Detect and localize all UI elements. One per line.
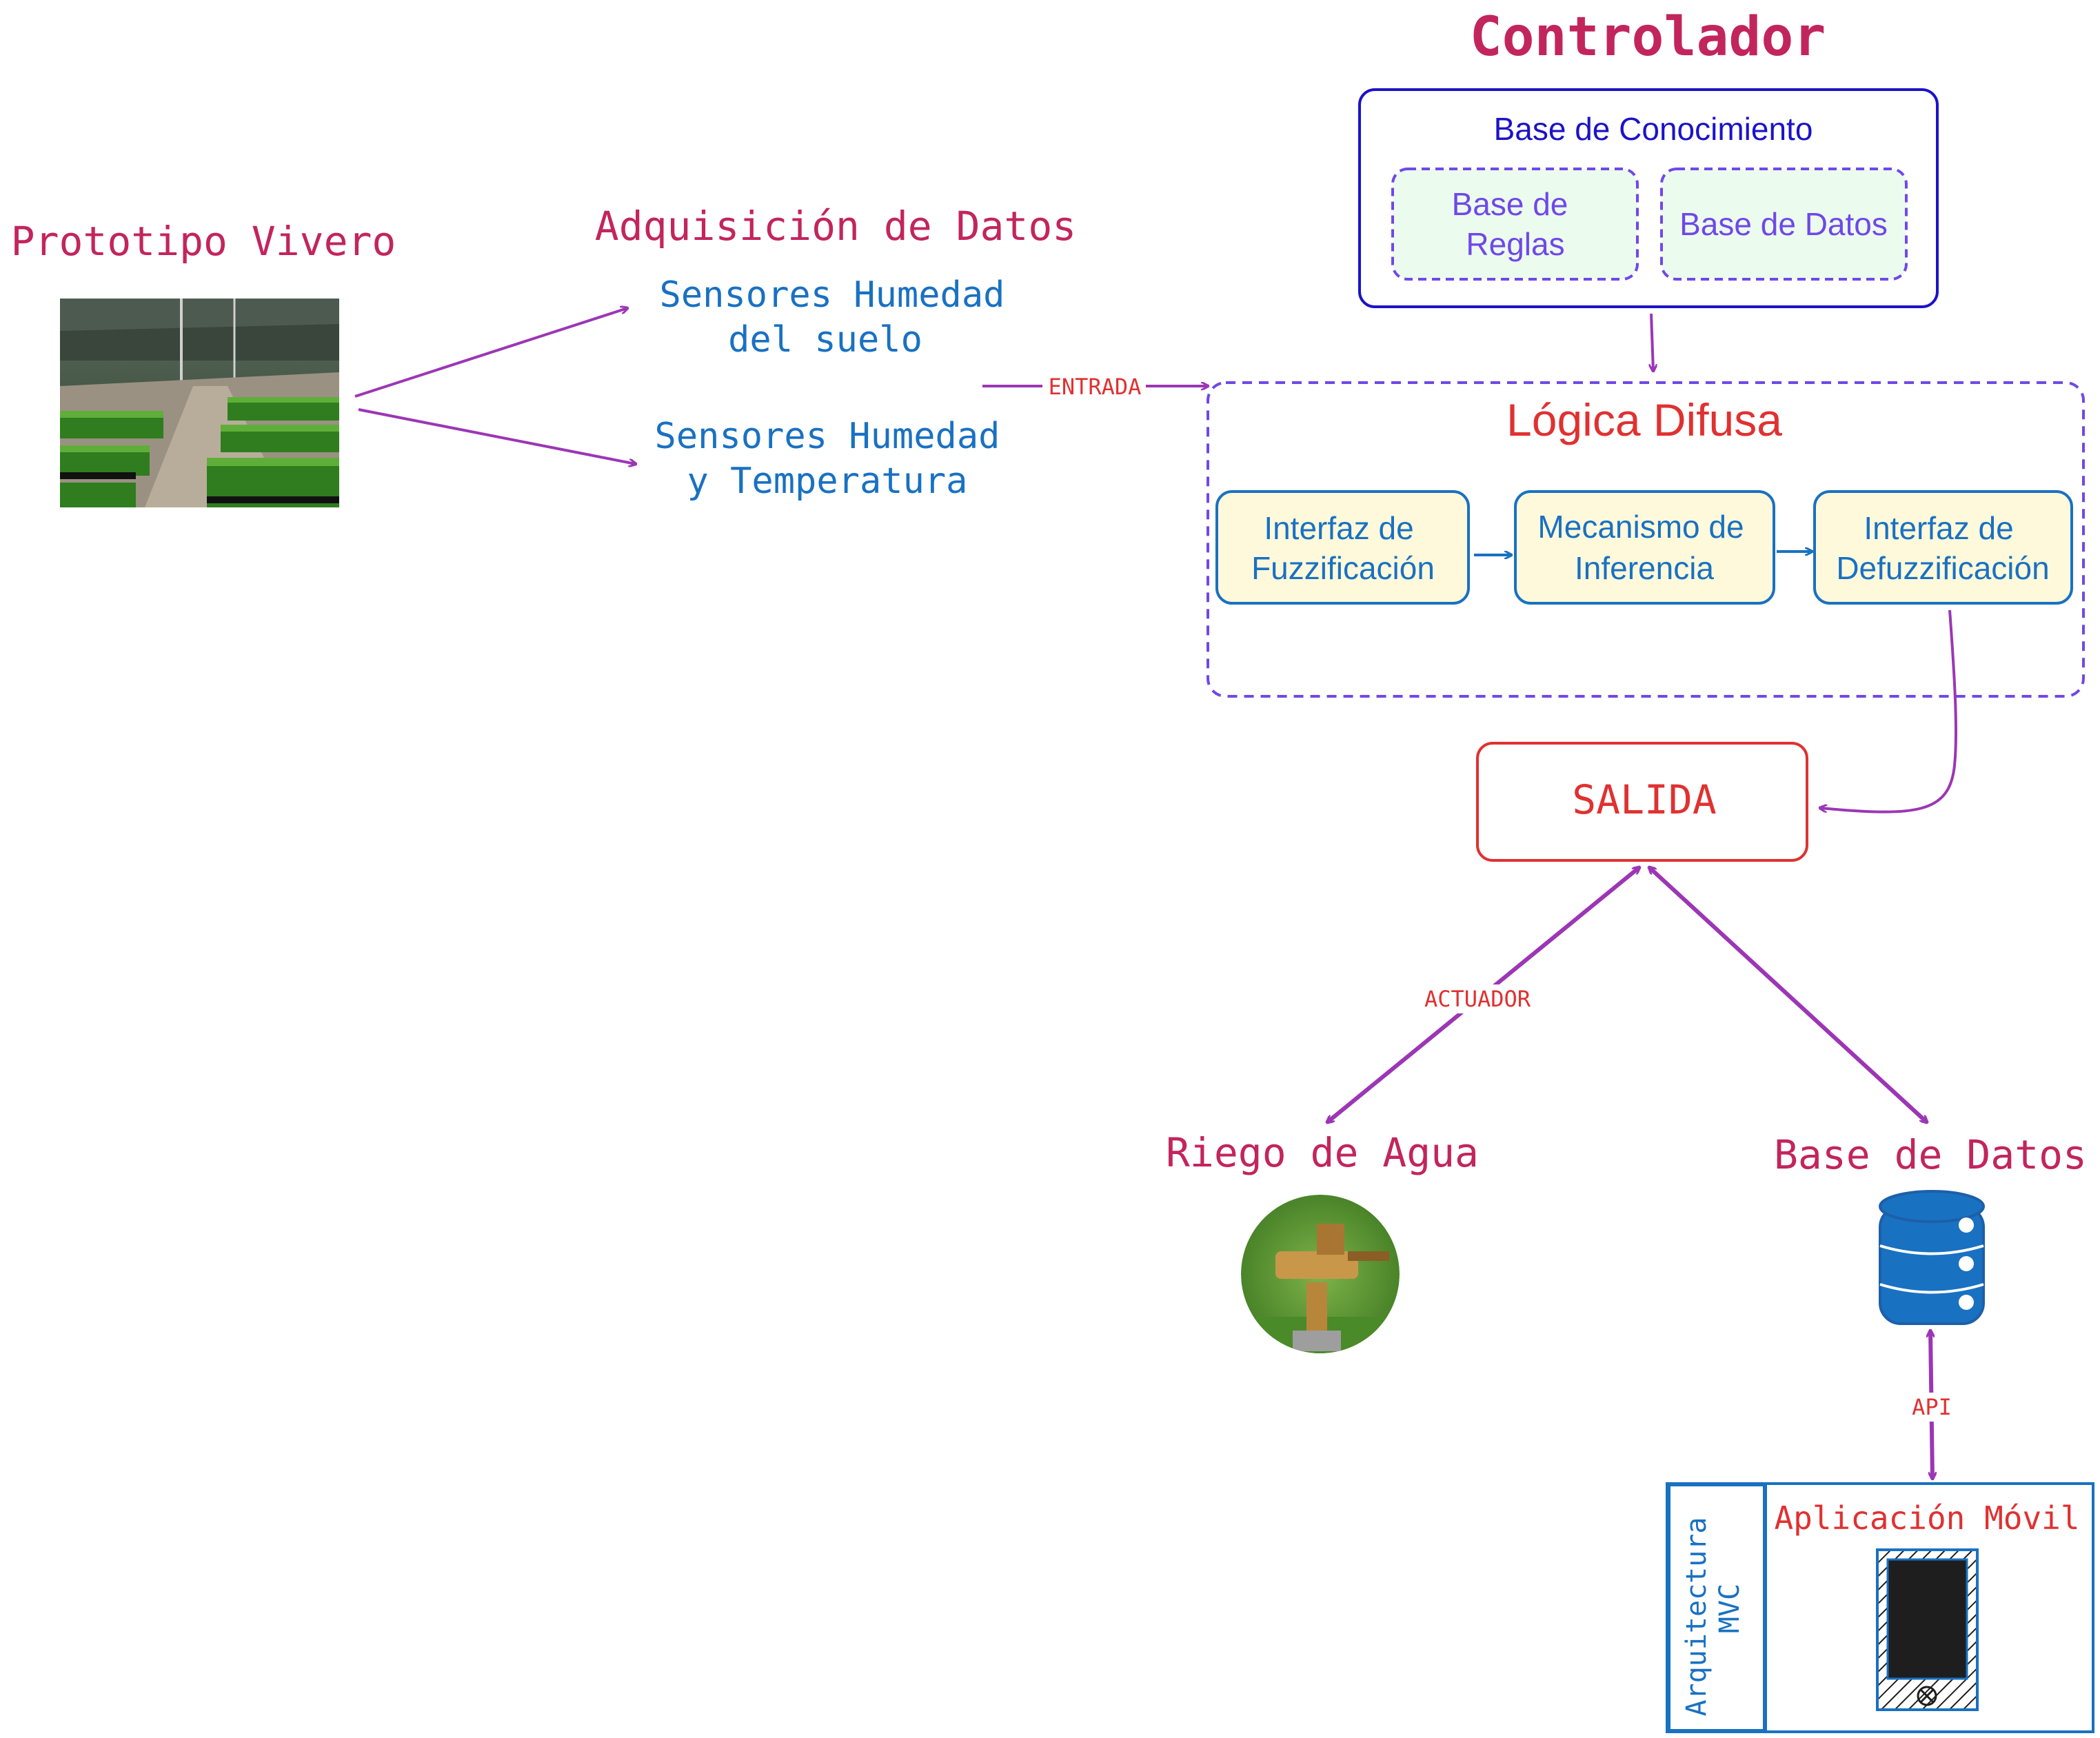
fuzzificacion-line2: Fuzzificación bbox=[1251, 550, 1435, 586]
base-datos-knowledge-label: Base de Datos bbox=[1679, 206, 1888, 242]
base-conocimiento-label: Base de Conocimiento bbox=[1494, 111, 1813, 147]
fuzzificacion-box bbox=[1215, 490, 1470, 605]
base-reglas-line1: Base de bbox=[1452, 186, 1568, 222]
defuzzificacion-line2: Defuzzificación bbox=[1836, 550, 2049, 586]
logica-difusa-title: Lógica Difusa bbox=[1506, 394, 1782, 445]
base-reglas-line2: Reglas bbox=[1466, 226, 1564, 262]
salida-box bbox=[1476, 742, 1808, 862]
adquisicion-title: Adquisición de Datos bbox=[595, 203, 1076, 250]
mobile-phone-icon bbox=[1876, 1548, 1979, 1711]
sprinkler-icon bbox=[1241, 1195, 1400, 1353]
mvc-box bbox=[1666, 1482, 1767, 1733]
prototipo-title: Prototipo Vivero bbox=[11, 218, 396, 265]
sensor-humedad-temp-line1: Sensores Humedad bbox=[655, 416, 1000, 457]
arrow-salida-bd bbox=[1649, 867, 1927, 1122]
arrow-conocimiento-logica bbox=[1651, 313, 1653, 371]
label-api: API bbox=[1912, 1394, 1952, 1420]
arrow-photo-sensor2 bbox=[358, 408, 636, 464]
inferencia-line2: Inferencia bbox=[1575, 550, 1714, 586]
label-entrada: ENTRADA bbox=[1049, 374, 1142, 400]
defuzzificacion-box bbox=[1813, 490, 2073, 605]
defuzzificacion-line1: Interfaz de bbox=[1864, 510, 2013, 546]
base-datos-knowledge-box bbox=[1660, 168, 1908, 281]
logica-difusa-box bbox=[1207, 381, 2085, 698]
inferencia-line1: Mecanismo de bbox=[1537, 509, 1744, 545]
base-reglas-box bbox=[1391, 168, 1639, 281]
mvc-line1: Arquitectura bbox=[1681, 1517, 1713, 1717]
bd-title: Base de Datos bbox=[1774, 1131, 2087, 1178]
arrow-defuzz-salida bbox=[1820, 609, 1958, 814]
arrow-photo-sensor1 bbox=[354, 308, 627, 398]
sensor-humedad-temp-line2: y Temperatura bbox=[687, 461, 968, 502]
label-actuador: ACTUADOR bbox=[1424, 986, 1531, 1012]
nursery-photo bbox=[60, 299, 339, 507]
mvc-line2: MVC bbox=[1714, 1584, 1746, 1633]
base-conocimiento-box bbox=[1358, 88, 1939, 308]
controlador-title: Controlador bbox=[1470, 6, 1826, 68]
sensor-humedad-suelo-line2: del suelo bbox=[728, 319, 922, 361]
sensor-humedad-suelo-line1: Sensores Humedad bbox=[660, 274, 1005, 316]
salida-label: SALIDA bbox=[1572, 776, 1717, 823]
app-title: Aplicación Móvil bbox=[1774, 1499, 2079, 1537]
fuzzificacion-line1: Interfaz de bbox=[1264, 510, 1413, 546]
inferencia-box bbox=[1514, 490, 1775, 605]
riego-title: Riego de Agua bbox=[1166, 1129, 1479, 1176]
database-icon bbox=[1879, 1190, 1985, 1325]
